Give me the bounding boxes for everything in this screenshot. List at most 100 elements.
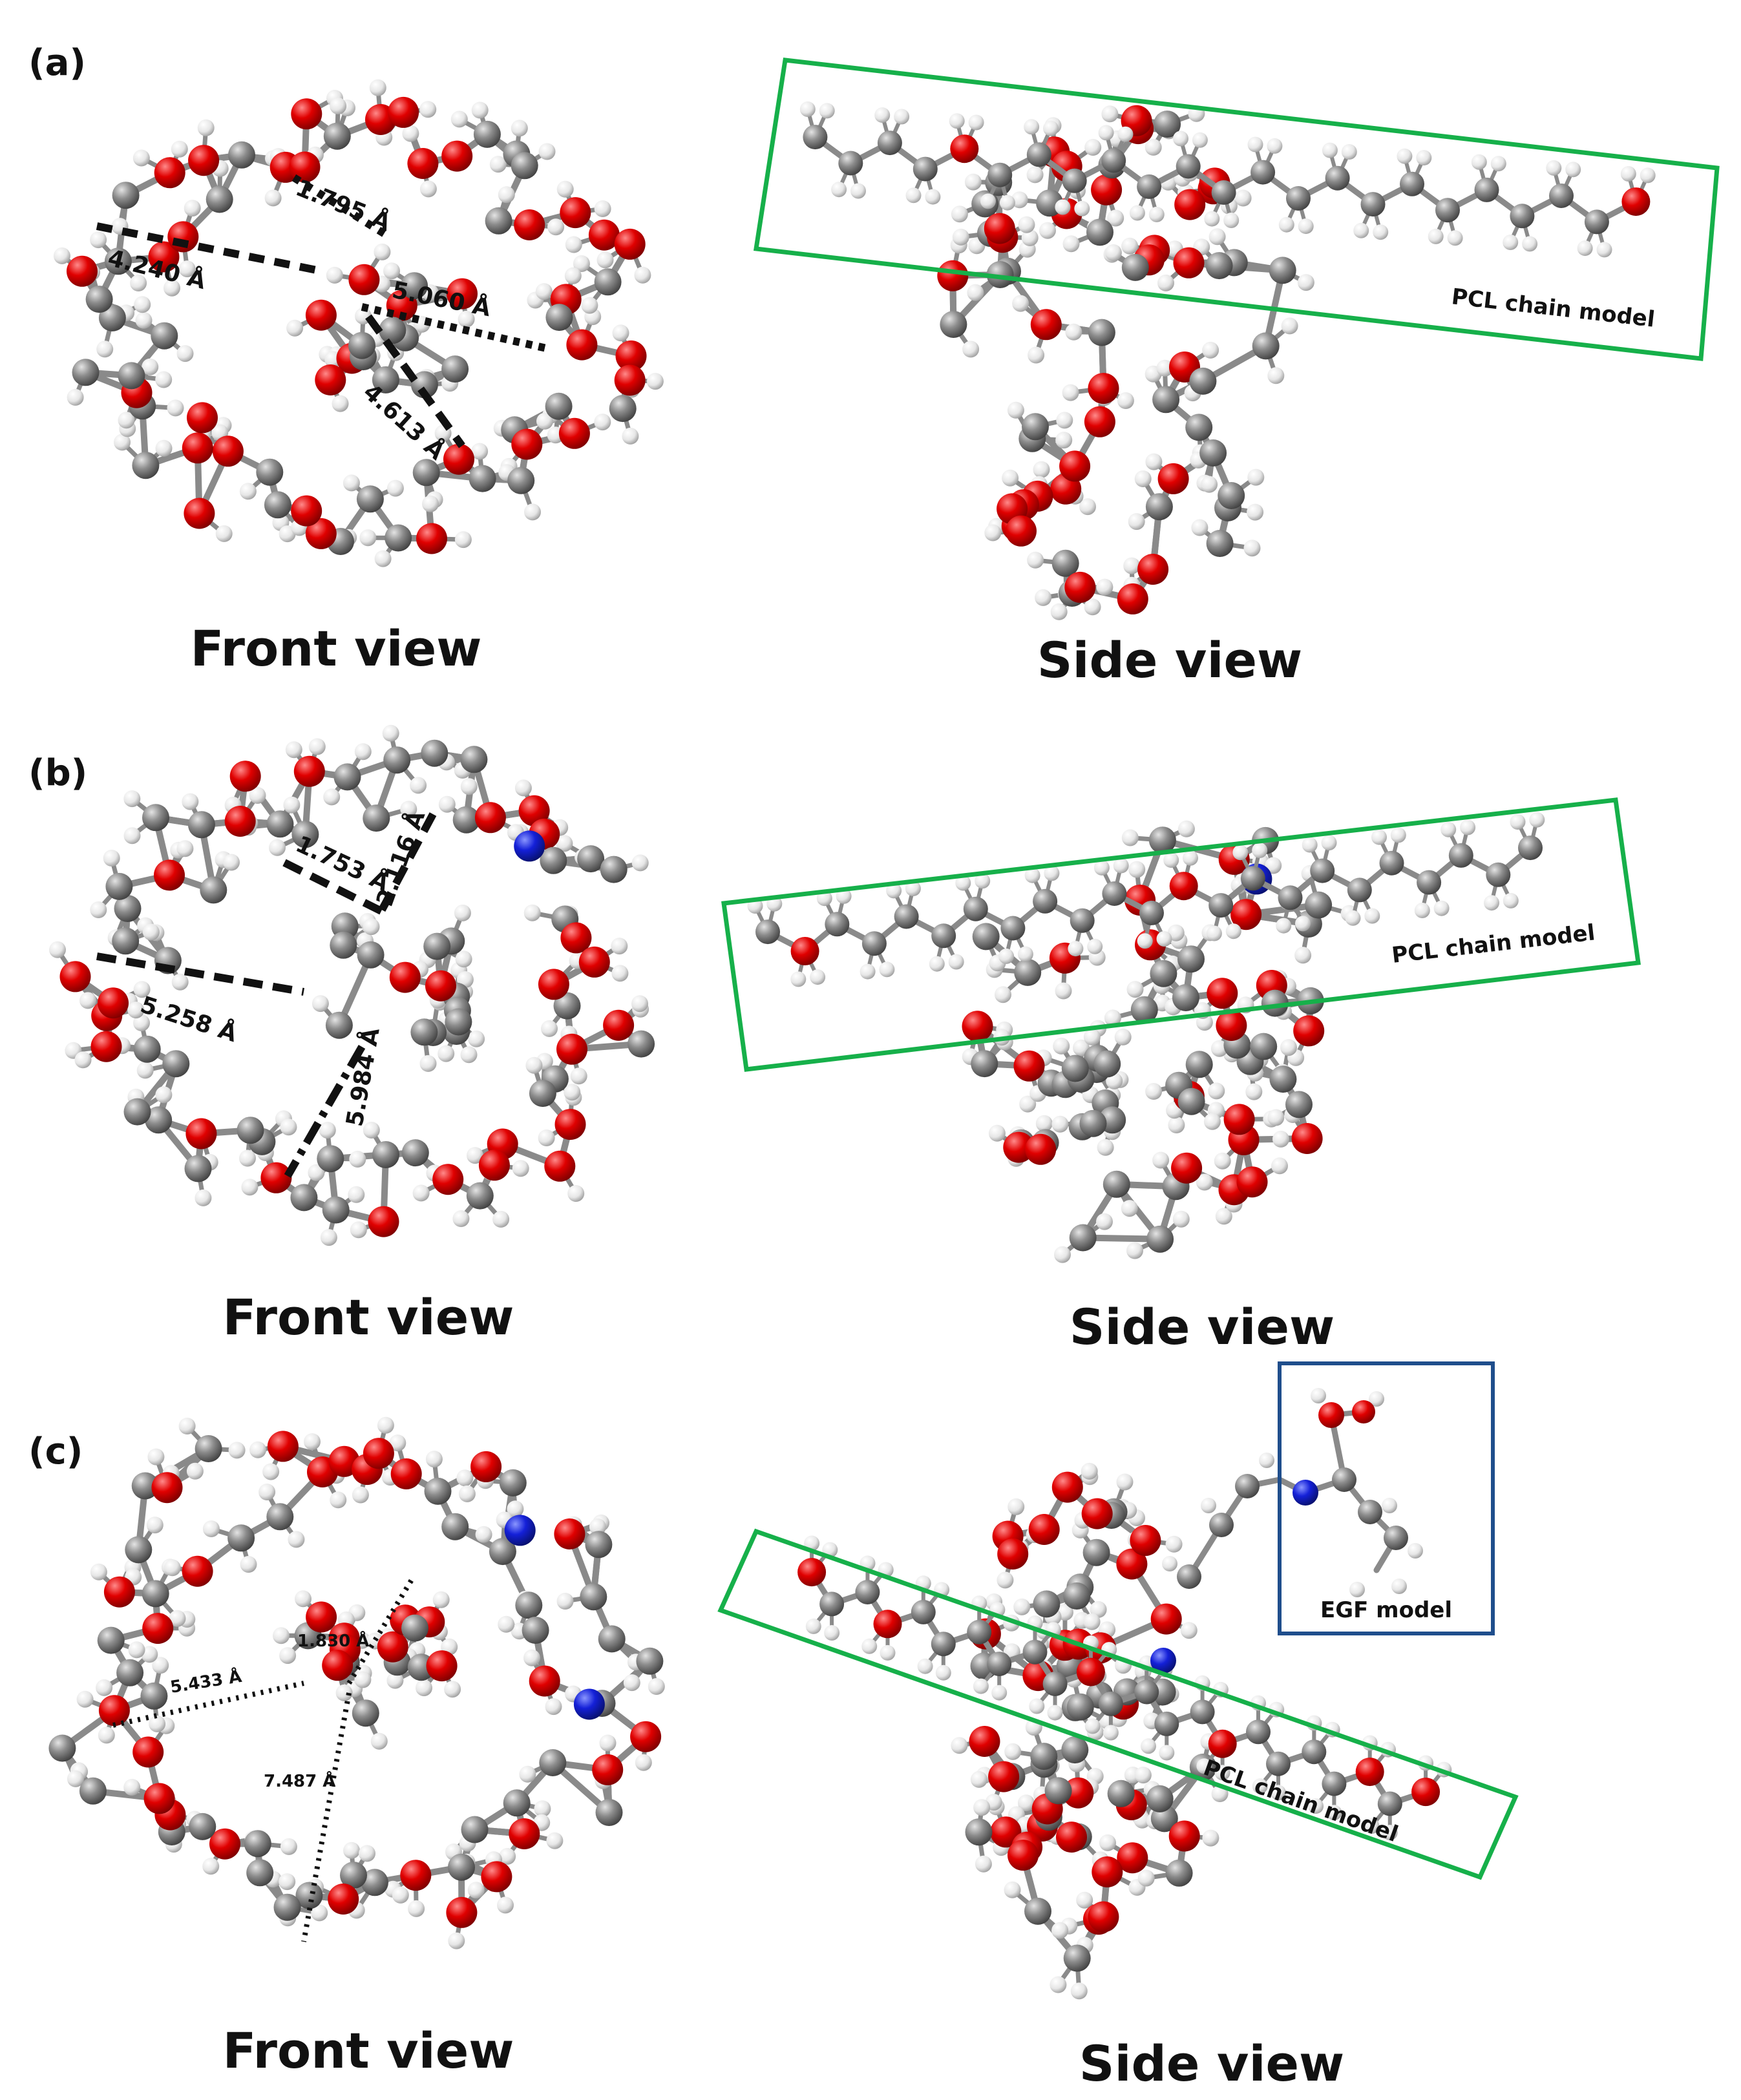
hydrogen-atom [343, 474, 360, 492]
carbon-atom [803, 125, 828, 150]
hydrogen-atom [142, 358, 159, 375]
oxygen-atom [315, 364, 346, 395]
oxygen-atom [614, 228, 646, 260]
oxygen-atom [962, 1011, 993, 1042]
hydrogen-atom [1033, 461, 1050, 478]
hydrogen-atom [1577, 240, 1593, 257]
oxygen-atom [182, 1555, 213, 1587]
hydrogen-atom [141, 1646, 158, 1663]
hydrogen-atom [186, 1462, 204, 1480]
oxygen-atom [446, 1896, 478, 1928]
hydrogen-atom [311, 995, 329, 1013]
hydrogen-atom [308, 738, 326, 755]
hydrogen-atom [973, 1678, 989, 1694]
carbon-atom [1093, 1050, 1121, 1078]
panel-b-side-molecule [962, 820, 1358, 1263]
hydrogen-atom [1121, 1200, 1138, 1217]
hydrogen-atom [1247, 503, 1264, 521]
hydrogen-atom [541, 1020, 558, 1037]
oxygen-atom [305, 518, 337, 549]
hydrogen-atom [805, 1618, 821, 1634]
hydrogen-atom [573, 255, 590, 272]
hydrogen-atom [67, 388, 84, 406]
hydrogen-atom [997, 1571, 1014, 1589]
hydrogen-atom [511, 120, 528, 137]
oxygen-atom [187, 402, 218, 434]
panel-c-egf-box-label: EGF model [1320, 1597, 1452, 1623]
carbon-atom [466, 1182, 494, 1210]
panel-b-front-molecule [49, 724, 655, 1246]
hydrogen-atom [1013, 1598, 1031, 1615]
hydrogen-atom [1128, 513, 1145, 530]
hydrogen-atom [79, 992, 96, 1009]
carbon-atom [266, 810, 294, 838]
hydrogen-atom [1267, 138, 1283, 154]
hydrogen-atom [1084, 1718, 1101, 1734]
oxygen-atom [212, 436, 244, 467]
oxygen-atom [1216, 1010, 1247, 1041]
carbon-atom [1549, 184, 1574, 208]
carbon-atom [325, 1011, 353, 1039]
carbon-atom [1266, 1751, 1291, 1776]
hydrogen-atom [128, 1641, 145, 1659]
carbon-atom [1177, 945, 1205, 973]
oxygen-atom [363, 1438, 394, 1469]
nitrogen-atom [1293, 1480, 1318, 1506]
hydrogen-atom [1272, 1130, 1289, 1148]
panel-a-label: (a) [28, 42, 86, 84]
hydrogen-atom [1156, 359, 1174, 377]
oxygen-atom [937, 260, 969, 291]
hydrogen-atom [799, 101, 816, 117]
hydrogen-atom [269, 839, 286, 856]
hydrogen-atom [1280, 1039, 1297, 1056]
carbon-atom [1302, 1739, 1327, 1765]
carbon-atom [545, 392, 573, 420]
hydrogen-atom [1096, 1213, 1113, 1230]
carbon-atom [1185, 414, 1213, 441]
carbon-atom [1172, 984, 1199, 1011]
hydrogen-atom [1017, 946, 1033, 962]
carbon-atom [410, 371, 438, 399]
carbon-atom [105, 872, 133, 900]
nitrogen-atom [514, 830, 545, 862]
hydrogen-atom [623, 1674, 640, 1692]
hydrogen-atom [631, 995, 648, 1013]
hydrogen-atom [382, 724, 399, 742]
hydrogen-atom [1321, 835, 1337, 851]
carbon-atom [1176, 154, 1201, 179]
hydrogen-atom [497, 1896, 514, 1914]
oxygen-atom [289, 151, 321, 183]
carbon-atom [1250, 1033, 1278, 1060]
hydrogen-atom [311, 1904, 328, 1922]
oxygen-atom [556, 1033, 587, 1065]
hydrogen-atom [1019, 1095, 1037, 1113]
hydrogen-atom [279, 1647, 297, 1664]
hydrogen-atom [76, 1690, 94, 1708]
carbon-atom [585, 1531, 613, 1559]
carbon-atom [636, 1647, 664, 1675]
hydrogen-atom [164, 1559, 181, 1577]
hydrogen-atom [611, 965, 629, 982]
hydrogen-atom [184, 200, 201, 217]
oxygen-atom [614, 364, 646, 396]
oxygen-atom [1051, 1471, 1083, 1503]
carbon-atom [133, 1035, 161, 1063]
hydrogen-atom [1267, 1109, 1285, 1126]
carbon-atom [1286, 186, 1311, 211]
oxygen-atom [1008, 1840, 1039, 1871]
hydrogen-atom [547, 218, 565, 236]
oxygen-atom [154, 859, 185, 891]
hydrogen-atom [925, 189, 941, 205]
hydrogen-atom [1295, 916, 1311, 932]
carbon-atom [529, 1080, 556, 1108]
hydrogen-atom [556, 1593, 574, 1610]
carbon-atom [1250, 160, 1276, 185]
carbon-atom [1033, 888, 1058, 914]
hydrogen-atom [1101, 105, 1119, 123]
oxygen-atom [59, 961, 91, 992]
hydrogen-atom [594, 200, 611, 217]
carbon-atom [1474, 177, 1499, 202]
oxygen-atom [1092, 1856, 1123, 1887]
carbon-atom [1211, 180, 1236, 205]
